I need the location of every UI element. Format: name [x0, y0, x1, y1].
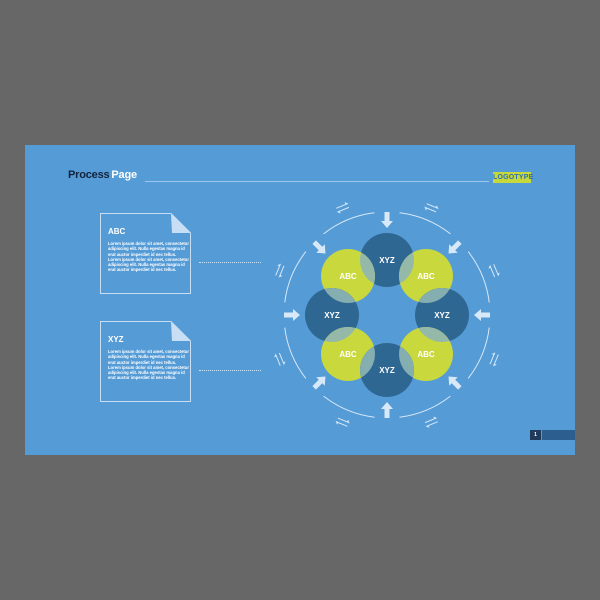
labels-group: XYZ ABC ABC XYZ XYZ ABC ABC XYZ: [324, 256, 450, 375]
swap-arrows-icon: [275, 263, 285, 278]
inward-arrow-icon: [381, 402, 393, 418]
swap-arrows-icon: [336, 202, 350, 214]
circle-overlap: [399, 346, 414, 378]
node-label: ABC: [417, 272, 435, 281]
card-body: Lorem ipsum dolor sit amet, consectetur …: [108, 241, 189, 273]
ring-arc: [284, 327, 307, 379]
ring-arc: [323, 395, 375, 418]
card-body: Lorem ipsum dolor sit amet, consectetur …: [108, 349, 189, 381]
inward-arrow-icon: [312, 376, 326, 390]
title-part2: Page: [111, 169, 137, 181]
arrows-group: [274, 202, 500, 428]
swap-arrows-icon: [335, 417, 350, 427]
swap-arrows-icon: [424, 203, 439, 213]
footer-bar: [542, 430, 575, 440]
outer-ring: [284, 212, 490, 418]
connector-dots: [199, 262, 261, 263]
circle-overlap: [398, 252, 414, 284]
node-label: ABC: [417, 350, 435, 359]
connector-dots: [199, 370, 261, 371]
swap-arrows-icon: [274, 352, 286, 366]
logo: LOGOTYPE: [493, 172, 534, 183]
swap-arrows-icon: [489, 352, 499, 367]
text-card-abc: ABC Lorem ipsum dolor sit amet, consecte…: [100, 213, 191, 294]
swap-arrows-icon: [424, 416, 438, 428]
circle-overlap: [418, 288, 450, 303]
card-heading: ABC: [108, 227, 126, 236]
node-label: XYZ: [379, 366, 395, 375]
text-card-xyz: XYZ Lorem ipsum dolor sit amet, consecte…: [100, 321, 191, 402]
inward-arrow-icon: [284, 309, 300, 321]
cycle-diagram: XYZ ABC ABC XYZ XYZ ABC ABC XYZ: [274, 202, 500, 428]
ring-arc: [323, 212, 375, 235]
ring-arc: [467, 327, 490, 379]
circle-overlap: [418, 327, 450, 342]
inward-arrow-icon: [448, 376, 462, 390]
inward-arrow-icon: [312, 240, 326, 254]
inward-arrow-icon: [448, 240, 462, 254]
node-label: XYZ: [324, 311, 340, 320]
circle-overlap: [324, 288, 356, 303]
node-label: ABC: [339, 272, 357, 281]
swap-arrows-icon: [488, 264, 500, 278]
title-part1: Process: [68, 169, 110, 181]
node-label: XYZ: [379, 256, 395, 265]
page-number: 1: [530, 430, 541, 440]
node-label: ABC: [339, 350, 357, 359]
title-divider: [145, 181, 489, 182]
ring-arc: [467, 251, 490, 303]
ring-arc: [399, 212, 451, 235]
card-frame-icon: [100, 321, 191, 402]
node-label: XYZ: [434, 311, 450, 320]
circle-overlap: [324, 327, 356, 342]
card-frame-icon: [100, 213, 191, 294]
overlaps-group: [324, 252, 450, 378]
ring-arc: [399, 395, 451, 418]
inward-arrow-icon: [381, 212, 393, 228]
inward-arrow-icon: [474, 309, 490, 321]
ring-arc: [284, 251, 307, 303]
card-heading: XYZ: [108, 335, 124, 344]
circle-overlap: [360, 252, 376, 284]
circle-overlap: [359, 346, 375, 378]
